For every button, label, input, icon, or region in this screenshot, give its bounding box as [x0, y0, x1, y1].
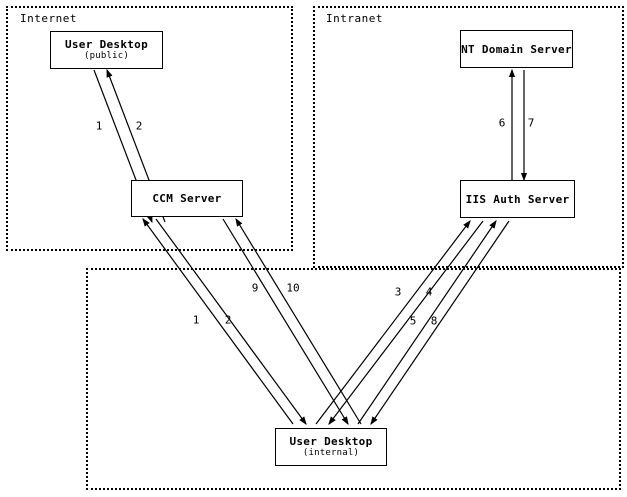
- zone-label-intranet: Intranet: [326, 12, 383, 25]
- node-title-user-desktop-public: User Desktop: [64, 38, 149, 51]
- node-subtitle-user-desktop-internal: (internal): [302, 448, 360, 458]
- flow-label-9: 9: [251, 281, 259, 295]
- flow-label-3: 3: [394, 285, 402, 299]
- flow-label-6: 6: [498, 116, 506, 130]
- node-title-user-desktop-internal: User Desktop: [289, 435, 373, 448]
- node-title-nt-domain-server: NT Domain Server: [461, 42, 572, 56]
- node-subtitle-user-desktop-public: (public): [84, 51, 129, 61]
- flow-label-4: 4: [425, 285, 433, 299]
- node-ccm-server[interactable]: CCM Server: [131, 180, 243, 217]
- edge-ccm-server-to-user-desktop-internal: [222, 218, 349, 426]
- node-user-desktop-internal[interactable]: User Desktop(internal): [275, 428, 387, 466]
- edges-group: [93, 68, 528, 426]
- zone-intranet: [313, 6, 624, 268]
- node-user-desktop-public[interactable]: User Desktop(public): [50, 31, 163, 69]
- node-title-ccm-server: CCM Server: [152, 192, 222, 205]
- edge-ccm-server-to-user-desktop-internal: [155, 218, 307, 425]
- edge-iis-auth-server-to-user-desktop-internal: [328, 220, 484, 425]
- zone-internal-zone: [86, 268, 621, 490]
- flow-label-2-internal: 2: [224, 313, 232, 327]
- node-title-iis-auth-server: IIS Auth Server: [465, 192, 570, 206]
- flow-label-7: 7: [527, 116, 535, 130]
- flow-label-8: 8: [430, 314, 438, 328]
- edge-user-desktop-internal-to-ccm-server: [142, 218, 294, 425]
- flow-label-2-public: 2: [135, 119, 143, 133]
- flow-label-1-public: 1: [95, 119, 103, 133]
- node-iis-auth-server[interactable]: IIS Auth Server: [460, 180, 575, 218]
- zone-internet: [6, 6, 293, 251]
- edge-iis-auth-server-to-user-desktop-internal: [370, 220, 510, 425]
- flow-label-5: 5: [409, 314, 417, 328]
- edge-user-desktop-internal-to-iis-auth-server: [357, 220, 497, 425]
- edge-user-desktop-internal-to-ccm-server: [235, 217, 362, 425]
- flow-label-1-internal: 1: [192, 313, 200, 327]
- zone-label-internet: Internet: [20, 12, 77, 25]
- node-nt-domain-server[interactable]: NT Domain Server: [460, 30, 573, 68]
- edge-user-desktop-internal-to-iis-auth-server: [315, 220, 471, 425]
- flow-label-10: 10: [286, 281, 300, 295]
